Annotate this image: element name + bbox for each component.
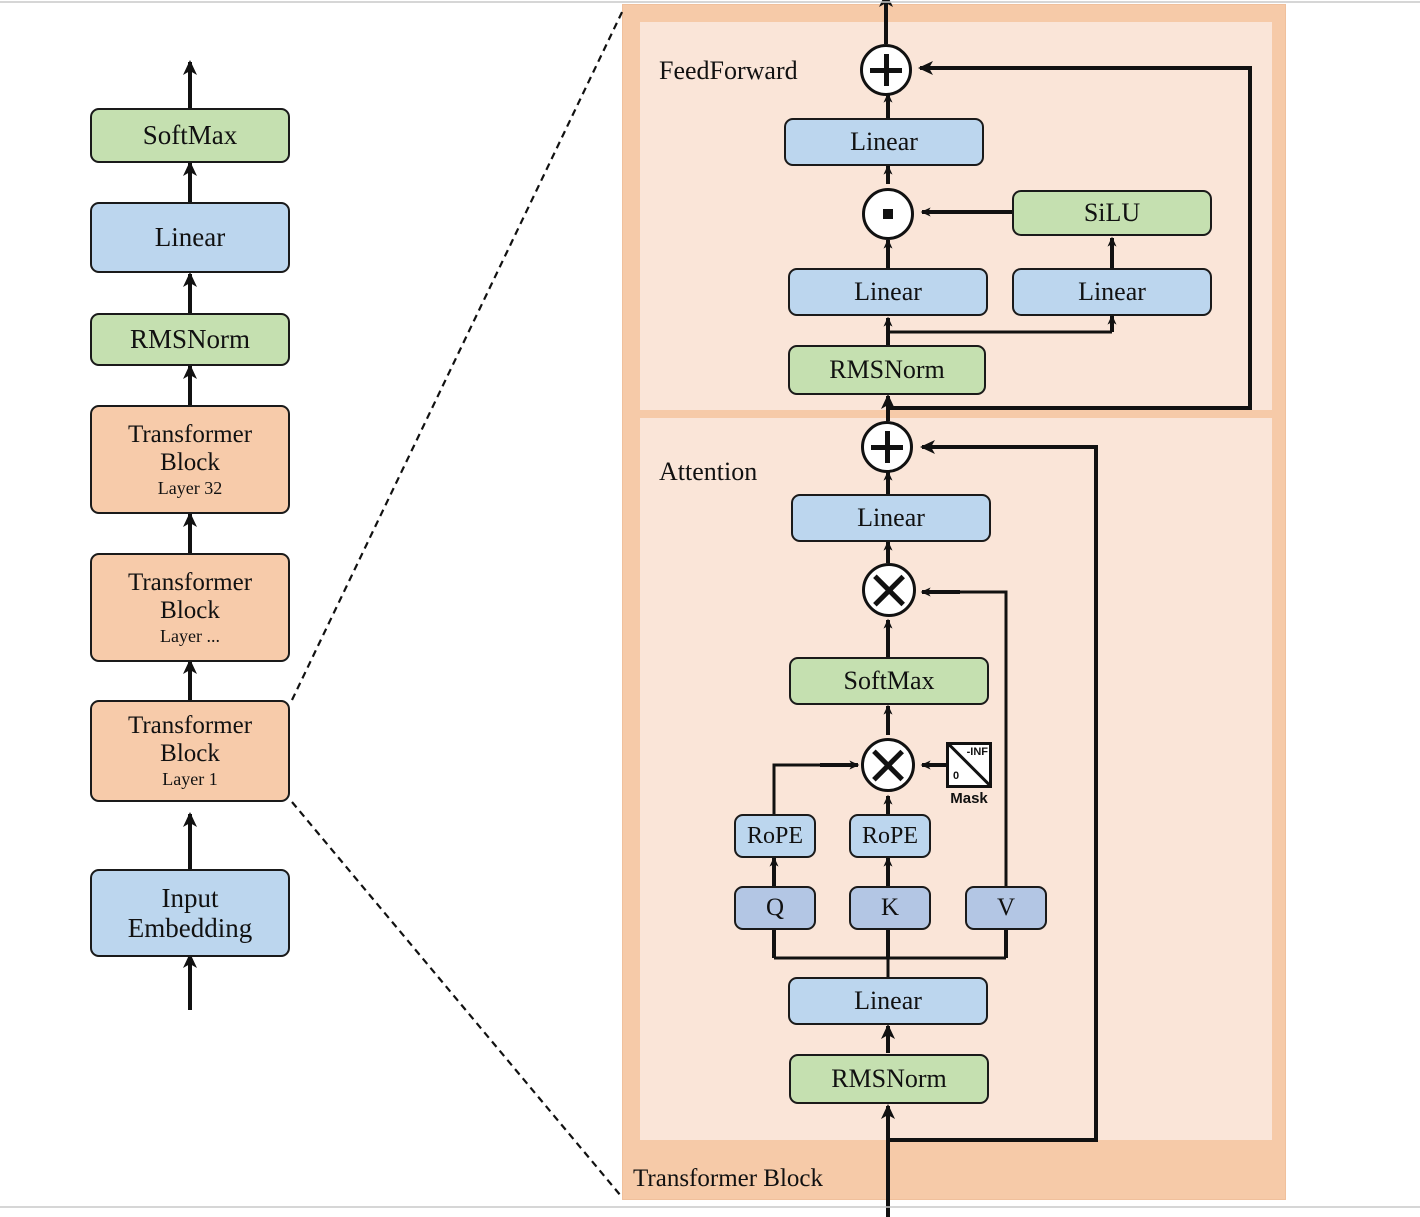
node-sublabel: Layer 1 [162,769,218,790]
node-label: V [996,894,1016,921]
node-label: RMSNorm [829,355,945,385]
zoom-leader-top [291,7,625,701]
node-ff-linear-up[interactable]: Linear [788,268,988,316]
node-label: RoPE [746,822,803,849]
mask-icon: -INF 0 [946,742,992,788]
node-label: Linear [1078,277,1146,307]
node-rope-k[interactable]: RoPE [849,814,931,858]
node-attn-linear-qkv[interactable]: Linear [788,977,988,1025]
node-transformer-block-mid[interactable]: Transformer Block Layer ... [90,553,290,662]
node-sublabel: Layer ... [160,625,220,646]
node-linear-head[interactable]: Linear [90,202,290,273]
node-label: Linear [154,222,226,253]
node-rope-q[interactable]: RoPE [734,814,816,858]
node-transformer-block-1[interactable]: Transformer Block Layer 1 [90,700,290,802]
dot-icon [883,209,893,219]
node-softmax[interactable]: SoftMax [90,108,290,163]
zoom-leader-bottom [291,801,622,1197]
node-label: Q [765,894,785,921]
op-matmul-attn-value[interactable] [862,563,916,617]
node-label: Input Embedding [127,882,253,943]
node-label: SoftMax [843,666,935,696]
plus-icon-v [883,54,889,86]
op-matmul-qk[interactable] [861,738,915,792]
node-input-embedding[interactable]: Input Embedding [90,869,290,957]
node-ff-linear-gate[interactable]: Linear [1012,268,1212,316]
node-label: Linear [854,986,922,1016]
node-label: Linear [854,277,922,307]
node-label: K [880,894,900,921]
op-add-feedforward[interactable] [860,44,912,96]
node-transformer-block-32[interactable]: Transformer Block Layer 32 [90,405,290,514]
node-ff-rmsnorm[interactable]: RMSNorm [788,345,986,395]
node-sublabel: Layer 32 [157,477,223,498]
node-label: SiLU [1083,198,1141,228]
attention-panel-title: Attention [659,457,758,486]
plus-icon-v [884,431,890,463]
node-attn-linear-out[interactable]: Linear [791,494,991,542]
node-label: RMSNorm [831,1064,947,1094]
node-label: Linear [850,127,918,157]
node-key[interactable]: K [849,886,931,930]
node-label: Transformer Block [127,420,253,476]
mask-caption: Mask [950,790,988,807]
mask-lower-value: 0 [953,770,960,782]
node-label: SoftMax [142,120,238,151]
mask-glyph: -INF 0 Mask [946,742,992,807]
node-ff-linear-out[interactable]: Linear [784,118,984,166]
node-query[interactable]: Q [734,886,816,930]
node-attn-softmax[interactable]: SoftMax [789,657,989,705]
node-rmsnorm-final[interactable]: RMSNorm [90,313,290,366]
node-ff-silu[interactable]: SiLU [1012,190,1212,236]
node-label: Transformer Block [127,568,253,624]
node-attn-rmsnorm[interactable]: RMSNorm [789,1054,989,1104]
node-label: RMSNorm [129,324,251,355]
op-add-attention[interactable] [861,421,913,473]
node-label: RoPE [861,822,918,849]
transformer-block-title: Transformer Block [633,1165,824,1192]
mask-upper-value: -INF [966,746,988,758]
feedforward-panel-title: FeedForward [659,56,798,85]
op-multiply-elementwise[interactable] [862,188,914,240]
node-label: Transformer Block [127,712,253,768]
node-label: Linear [857,503,925,533]
node-value[interactable]: V [965,886,1047,930]
